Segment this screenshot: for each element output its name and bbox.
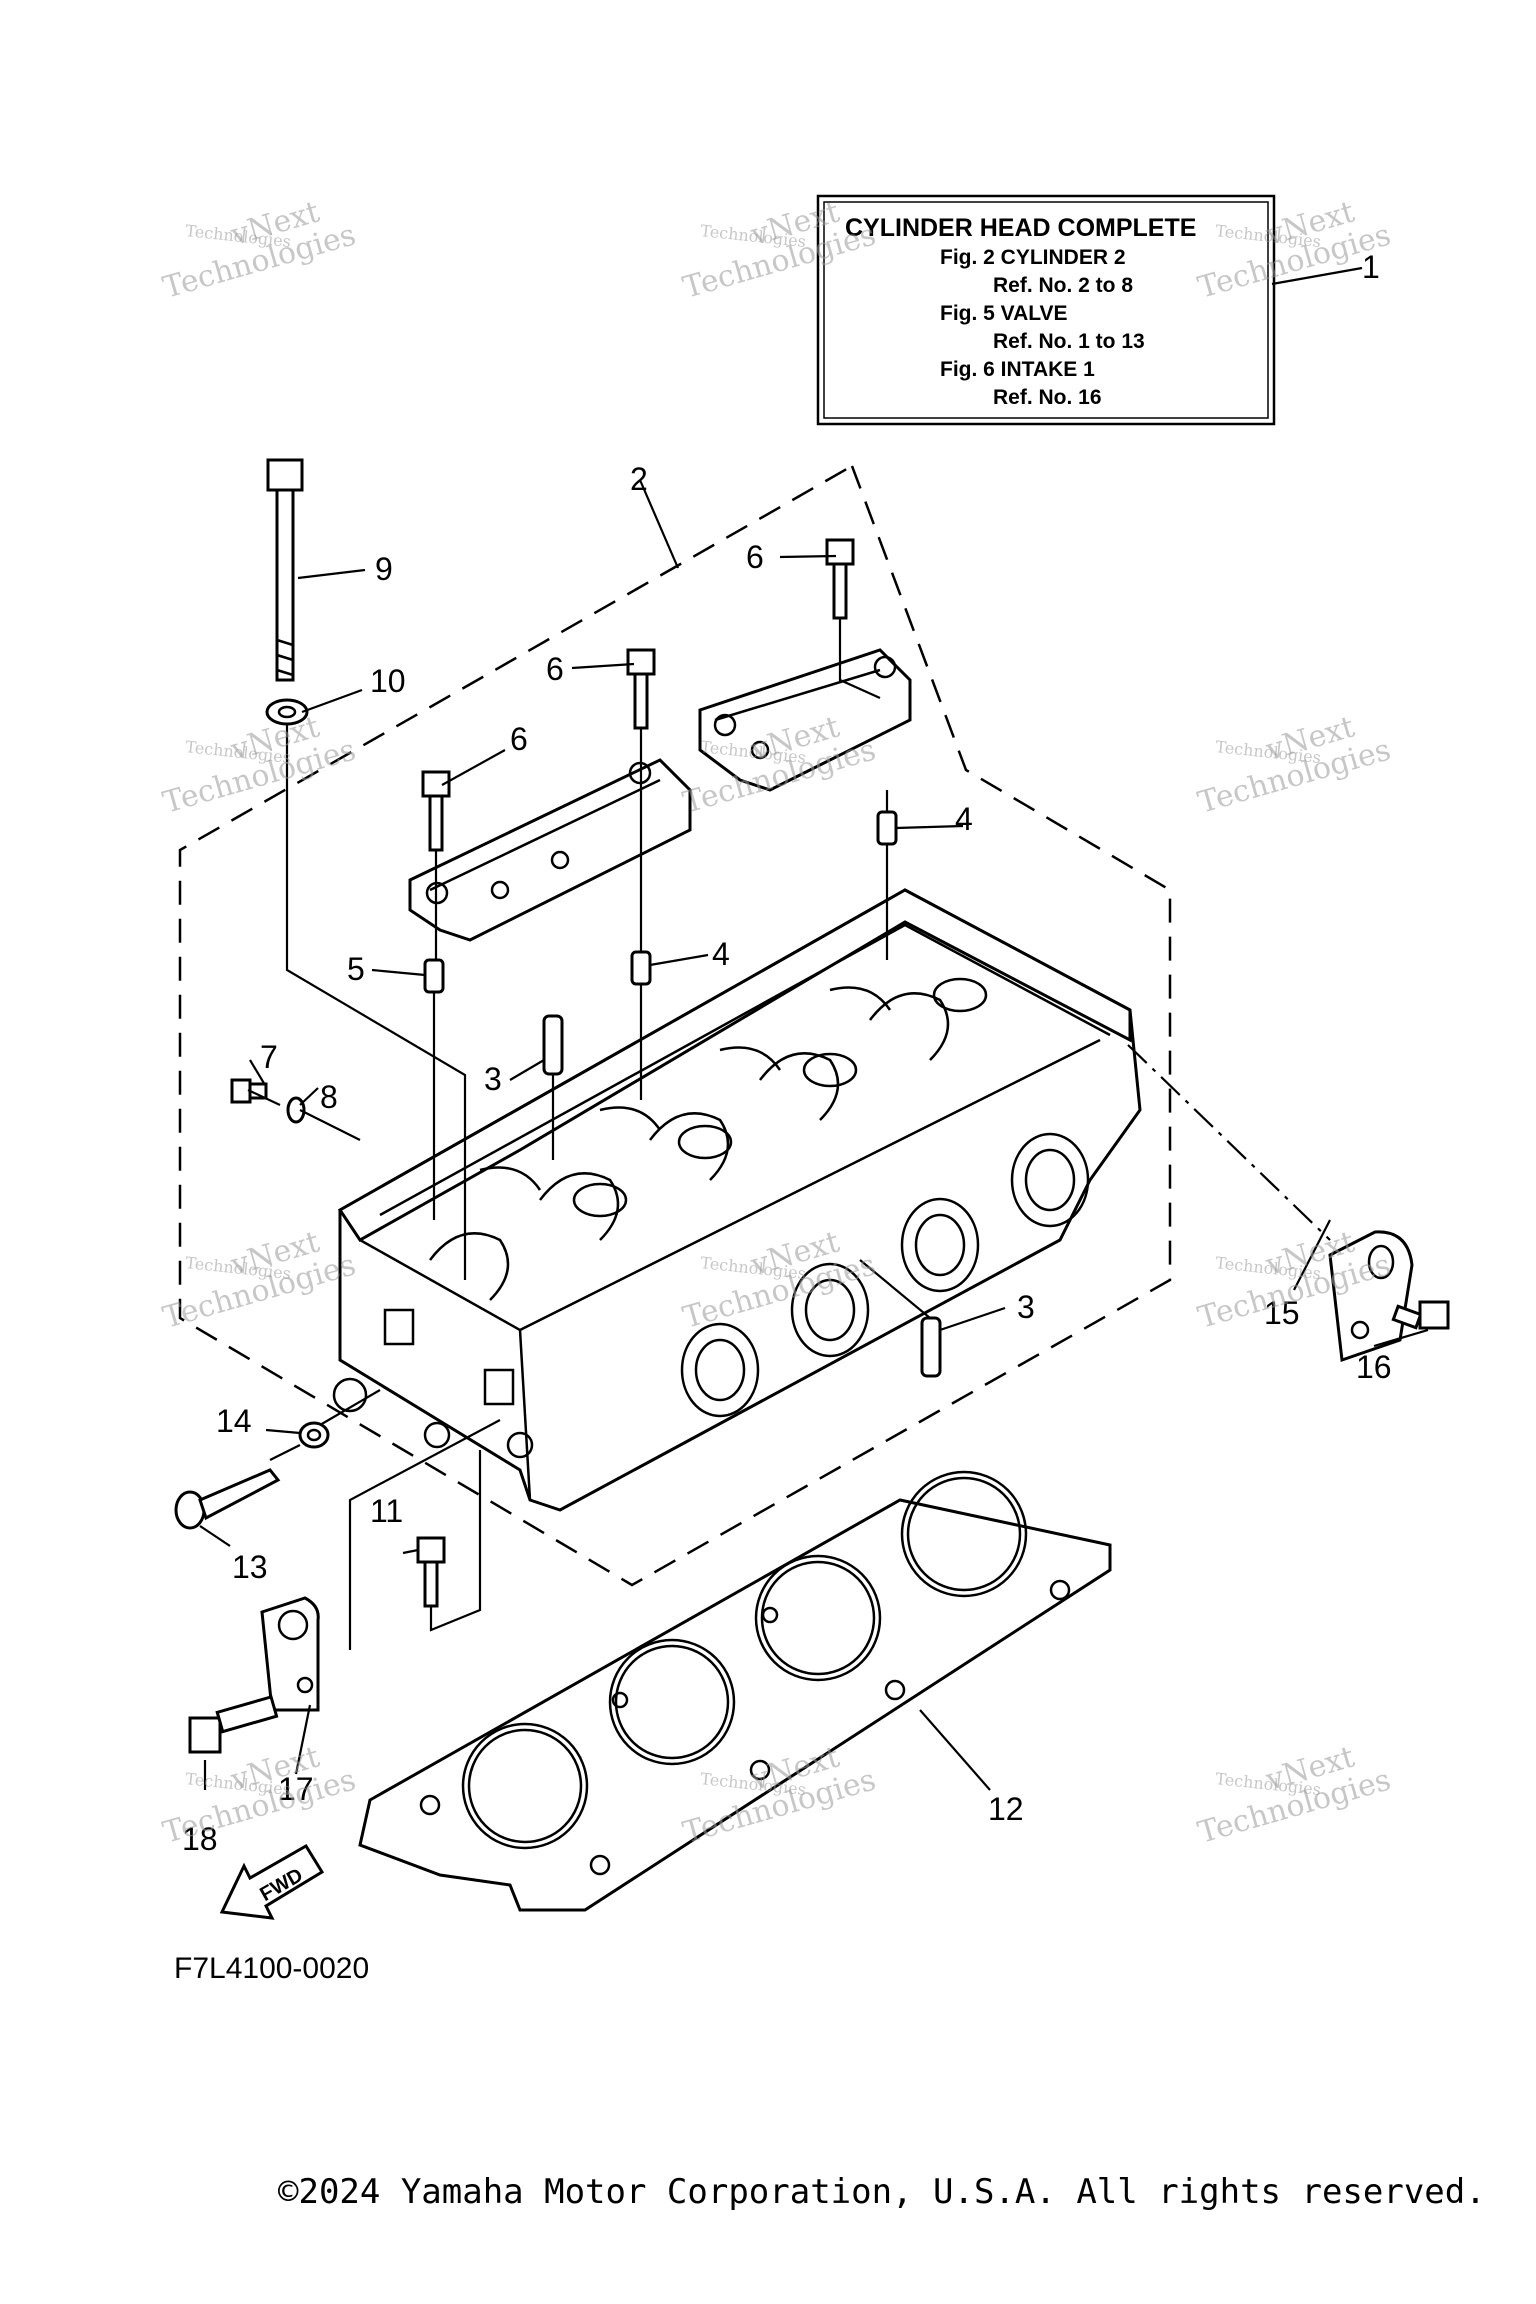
callout-6c: 6 (510, 721, 528, 757)
cam-cap-rear (408, 758, 692, 942)
callout-6b: 6 (546, 651, 564, 687)
callout-14: 14 (216, 1403, 252, 1439)
bolt-11 (416, 1536, 446, 1608)
callout-6a: 6 (746, 539, 764, 575)
info-box-title: CYLINDER HEAD COMPLETE (845, 214, 1196, 242)
callout-2: 2 (630, 461, 648, 497)
callout-4a: 4 (955, 801, 973, 837)
callout-18: 18 (182, 1821, 218, 1857)
callout-17: 17 (278, 1771, 314, 1807)
plug-7 (230, 1078, 268, 1104)
cam-cap-front (698, 648, 912, 792)
figure-code: F7L4100-0020 (174, 1952, 369, 1985)
callout-15: 15 (1264, 1295, 1300, 1331)
info-box-line: Ref. No. 1 to 13 (993, 330, 1145, 353)
info-box-line: Fig. 2 CYLINDER 2 (940, 246, 1126, 269)
callout-3a: 3 (484, 1061, 502, 1097)
leader-lines (199, 266, 1429, 1791)
callout-12: 12 (988, 1791, 1024, 1827)
callout-1: 1 (1362, 249, 1380, 285)
info-box: CYLINDER HEAD COMPLETE Fig. 2 CYLINDER 2… (816, 194, 1276, 426)
info-box-line: Ref. No. 2 to 8 (993, 274, 1133, 297)
head-gasket-12 (358, 1470, 1112, 1912)
info-box-line: Ref. No. 16 (993, 386, 1102, 409)
bolt-16 (1391, 1300, 1450, 1330)
dowel-4-b (630, 950, 652, 986)
bracket-17 (260, 1596, 320, 1712)
callout-16: 16 (1356, 1349, 1392, 1385)
callout-4b: 4 (712, 936, 730, 972)
dowel-5 (423, 958, 445, 994)
assembly-lines (247, 618, 1331, 1650)
bolt-18 (188, 1695, 279, 1754)
fwd-arrow: FWD (219, 1843, 325, 1920)
callout-5: 5 (347, 951, 365, 987)
callout-9: 9 (375, 551, 393, 587)
callout-3b: 3 (1017, 1289, 1035, 1325)
fitting-13 (174, 1468, 281, 1530)
washer-10 (265, 698, 309, 726)
bolt-6-c (421, 770, 451, 852)
callout-10: 10 (370, 663, 406, 699)
callout-8: 8 (320, 1079, 338, 1115)
assembly-outline (178, 464, 1172, 1587)
info-box-line: Fig. 5 VALVE (940, 302, 1068, 325)
copyright-notice: ©2024 Yamaha Motor Corporation, U.S.A. A… (278, 2172, 1486, 2212)
callout-7: 7 (260, 1039, 278, 1075)
sleeve-3-b (920, 1316, 942, 1378)
sleeve-3-a (542, 1014, 564, 1076)
callout-13: 13 (232, 1549, 268, 1585)
callouts: 1 2 3 3 4 4 5 6 6 6 7 8 9 10 11 12 13 14… (182, 249, 1392, 1857)
bolt-6-b (626, 648, 656, 730)
dowel-4-a (876, 810, 898, 846)
seal-14 (298, 1421, 330, 1449)
bolt-6-a (825, 538, 855, 620)
cylinder-head (332, 888, 1142, 1512)
bolt-9 (266, 458, 304, 682)
callout-11: 11 (370, 1493, 403, 1529)
info-box-line: Fig. 6 INTAKE 1 (940, 358, 1095, 381)
